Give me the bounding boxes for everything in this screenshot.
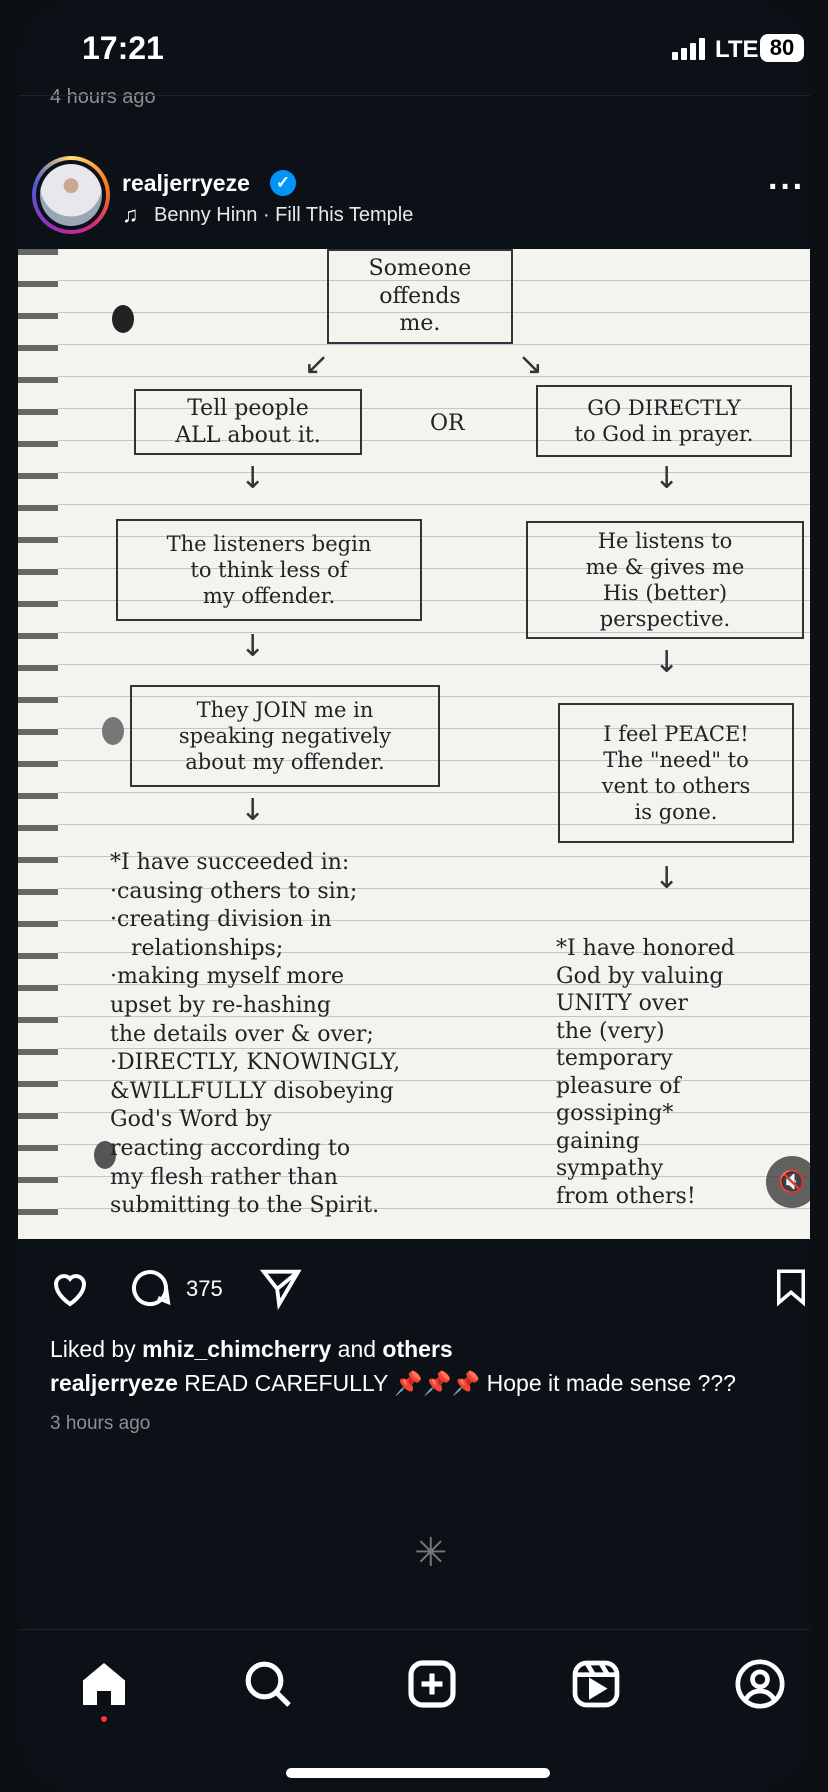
divider [18,95,810,96]
arrow-icon: ↓ [654,461,680,496]
liked-by[interactable]: Liked by mhiz_chimcherry and others [50,1336,453,1363]
post-header: realjerryeze ✓ ♫ Benny Hinn · Fill This … [18,150,810,240]
or-label: OR [430,411,465,436]
nav-profile-icon[interactable] [732,1656,788,1712]
post-time: 3 hours ago [50,1413,151,1434]
liked-by-user[interactable]: mhiz_chimcherry [142,1336,332,1362]
comment-count[interactable]: 375 [186,1276,223,1301]
post-actions: 375 [18,1258,810,1318]
nav-reels-icon[interactable] [568,1656,624,1712]
flow-node-left-2: The listeners begin to think less of my … [116,519,422,621]
bottom-nav [18,1630,810,1750]
notification-dot [101,1716,107,1722]
liked-by-prefix: Liked by [50,1336,143,1362]
flow-node-start: Someone offends me. [327,249,513,344]
arrow-icon: ↘ [518,347,544,382]
verified-badge-icon: ✓ [270,170,296,196]
heart-icon[interactable] [46,1264,94,1312]
flow-node-left-1: Tell people ALL about it. [134,389,362,455]
notebook-hole [102,717,124,745]
flow-outcome-left: *I have succeeded in: ·causing others to… [110,850,401,1219]
status-bar: 17:21 LTE 80 [18,0,810,96]
notebook-hole [112,305,134,333]
arrow-icon: ↙ [304,347,330,382]
previous-post-time: 4 hours ago [50,86,156,108]
mute-icon[interactable]: 🔇 [766,1156,810,1208]
home-indicator [286,1768,550,1778]
notebook-page [58,249,810,1239]
avatar-image [40,164,102,226]
liked-by-and: and [331,1336,383,1362]
caption-username[interactable]: realjerryeze [50,1370,178,1396]
liked-by-others[interactable]: others [382,1336,453,1362]
loading-spinner-icon: ✳ [414,1531,448,1575]
status-time: 17:21 [82,30,164,66]
arrow-icon: ↓ [654,861,680,896]
avatar[interactable] [32,156,110,234]
post-music[interactable]: Benny Hinn · Fill This Temple [154,204,414,226]
network-type: LTE [715,36,759,63]
arrow-icon: ↓ [240,629,266,664]
flow-outcome-right: *I have honored God by valuing UNITY ove… [556,936,735,1209]
flow-node-right-2: He listens to me & gives me His (better)… [526,521,804,639]
share-icon[interactable] [258,1264,304,1310]
notebook-spiral [18,249,58,1239]
instagram-app: 17:21 LTE 80 4 hours ago realjerryeze ✓ … [18,0,810,1792]
more-options-icon[interactable]: ··· [768,168,805,206]
flow-node-left-3: They JOIN me in speaking negatively abou… [130,685,440,787]
arrow-icon: ↓ [240,793,266,828]
post-caption: realjerryeze READ CAREFULLY 📌📌📌 Hope it … [50,1370,810,1397]
arrow-icon: ↓ [240,461,266,496]
arrow-icon: ↓ [654,645,680,680]
notebook-hole [94,1141,116,1169]
music-note-icon: ♫ [122,202,139,227]
divider [18,1629,810,1630]
flow-node-right-1: GO DIRECTLY to God in prayer. [536,385,792,457]
caption-text: READ CAREFULLY 📌📌📌 Hope it made sense ??… [177,1370,736,1396]
flow-node-right-3: I feel PEACE! The "need" to vent to othe… [558,703,794,843]
battery-icon: 80 [760,34,804,62]
comment-icon[interactable] [126,1264,174,1312]
nav-create-icon[interactable] [404,1656,460,1712]
bookmark-icon[interactable] [770,1264,810,1310]
nav-search-icon[interactable] [240,1656,296,1712]
nav-home-icon[interactable] [76,1656,132,1712]
post-image[interactable]: Someone offends me. ↙ ↘ OR Tell people A… [18,249,810,1239]
signal-icon [672,38,706,60]
post-username[interactable]: realjerryeze [122,170,250,196]
